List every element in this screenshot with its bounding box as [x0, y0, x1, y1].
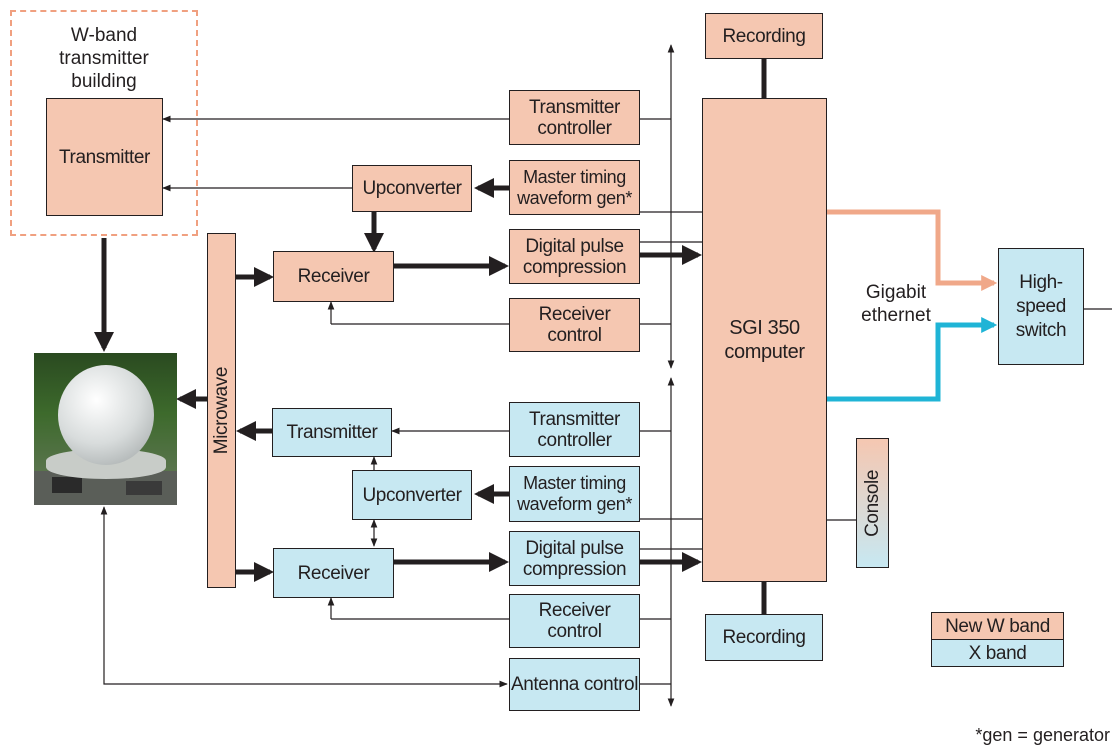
- x-upconverter: Upconverter: [352, 470, 472, 520]
- radome-photo: [34, 353, 177, 505]
- microwave-label: Microwave: [211, 366, 232, 455]
- x-transmitter: Transmitter: [272, 408, 392, 457]
- w-receiver: Receiver: [273, 251, 394, 302]
- building-label: W-band transmitter building: [59, 25, 149, 92]
- x-transmitter-controller: Transmitter controller: [509, 402, 640, 457]
- x-receiver: Receiver: [273, 548, 394, 598]
- x-receiver-control: Receiver control: [509, 594, 640, 648]
- x-digital-pulse-compression: Digital pulse compression: [509, 531, 640, 586]
- w-transmitter-controller: Transmitter controller: [509, 90, 640, 145]
- w-master-timing: Master timing waveform gen*: [509, 160, 640, 215]
- w-digital-pulse-compression: Digital pulse compression: [509, 229, 640, 284]
- w-recording: Recording: [705, 13, 823, 59]
- w-band-transmitter-building: [10, 10, 198, 236]
- w-upconverter: Upconverter: [352, 165, 472, 212]
- legend-x-band: X band: [931, 639, 1064, 667]
- sgi-computer: SGI 350 computer: [702, 98, 827, 582]
- legend-w-band: New W band: [931, 612, 1064, 640]
- x-master-timing: Master timing waveform gen*: [509, 466, 640, 522]
- gigabit-ethernet-label: Gigabit ethernet: [861, 282, 931, 326]
- microwave-block: Microwave: [207, 233, 236, 588]
- high-speed-switch: High-speed switch: [998, 248, 1084, 365]
- console: Console: [856, 438, 889, 568]
- footnote: *gen = generator: [975, 725, 1110, 745]
- x-recording: Recording: [705, 614, 823, 661]
- x-antenna-control: Antenna control: [509, 658, 640, 711]
- w-receiver-control: Receiver control: [509, 298, 640, 352]
- w-transmitter: Transmitter: [46, 98, 163, 216]
- console-label: Console: [862, 469, 883, 537]
